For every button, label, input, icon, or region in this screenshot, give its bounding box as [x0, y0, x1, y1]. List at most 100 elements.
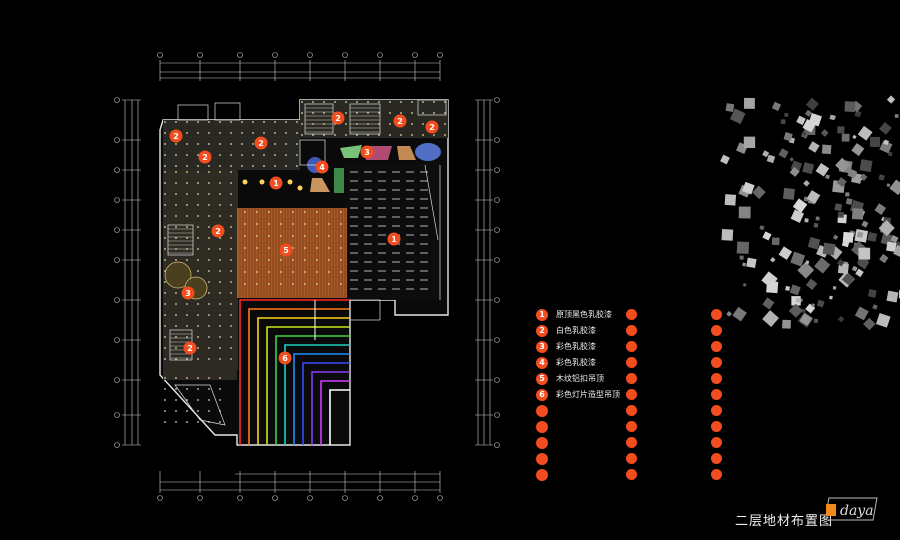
material-marker: 2	[393, 114, 407, 128]
legend-swatch	[711, 453, 722, 464]
material-marker: 2	[331, 111, 345, 125]
legend-badge: 4	[536, 357, 548, 369]
legend-row: 2 白色乳胶漆	[536, 325, 736, 339]
legend-swatch	[711, 437, 722, 448]
white-latex-zone-right	[300, 100, 448, 138]
material-marker: 2	[211, 224, 225, 238]
ceiling-lights	[164, 101, 446, 423]
wood-grain	[239, 208, 346, 298]
legend-badge	[536, 437, 548, 449]
material-marker: 2	[254, 136, 268, 150]
svg-text:2: 2	[173, 132, 179, 141]
legend-row	[536, 453, 736, 467]
legend-swatch	[711, 469, 722, 480]
legend-row: 6 彩色灯片造型吊顶	[536, 389, 736, 403]
legend-swatch	[711, 389, 722, 400]
stair-treads	[168, 107, 380, 359]
legend-swatch	[711, 421, 722, 432]
legend-swatch	[626, 325, 637, 336]
legend-label: 彩色乳胶漆	[556, 342, 596, 351]
svg-text:2: 2	[429, 123, 435, 132]
legend-row	[536, 421, 736, 435]
svg-text:4: 4	[319, 163, 325, 172]
legend-swatch	[626, 437, 637, 448]
company-logo: daya	[826, 497, 878, 521]
material-marker: 3	[360, 145, 374, 159]
legend-swatch	[626, 357, 637, 368]
black-ceiling-zone	[345, 162, 440, 300]
decorative-speckle	[720, 95, 900, 331]
svg-text:2: 2	[202, 153, 208, 162]
legend-badge	[536, 405, 548, 417]
dimension-ticks	[122, 60, 493, 493]
svg-text:1: 1	[273, 179, 279, 188]
legend-swatch	[711, 373, 722, 384]
svg-text:2: 2	[215, 227, 221, 236]
white-latex-zone-bottom	[163, 300, 237, 380]
legend-badge: 6	[536, 389, 548, 401]
legend-swatch	[626, 389, 637, 400]
svg-text:2: 2	[187, 344, 193, 353]
legend-row	[536, 469, 736, 483]
legend-badge: 2	[536, 325, 548, 337]
svg-text:3: 3	[185, 289, 191, 298]
legend-label: 木纹铝扣吊顶	[556, 374, 604, 383]
material-markers: 2 2 2 2 2 2 2 3 4 1 1 2 5 3 6	[169, 111, 439, 365]
legend-swatch	[626, 421, 637, 432]
ceiling-grid	[350, 171, 428, 290]
legend-badge	[536, 453, 548, 465]
legend-swatch	[626, 469, 637, 480]
colored-light-ceiling	[239, 299, 350, 445]
material-marker: 1	[387, 232, 401, 246]
material-marker: 2	[183, 341, 197, 355]
material-marker: 2	[198, 150, 212, 164]
legend-swatch	[626, 405, 637, 416]
legend-badge: 5	[536, 373, 548, 385]
material-marker: 1	[269, 176, 283, 190]
svg-text:5: 5	[283, 246, 289, 255]
legend-swatch	[626, 341, 637, 352]
legend-swatch	[626, 309, 637, 320]
legend-badge: 3	[536, 341, 548, 353]
material-marker: 6	[278, 351, 292, 365]
legend-swatch	[711, 405, 722, 416]
legend-swatch	[711, 309, 722, 320]
drawing-title: 二层地材布置图	[735, 514, 834, 529]
legend-badge: 1	[536, 309, 548, 321]
white-latex-zone-top	[163, 120, 300, 170]
legend-row: 3 彩色乳胶漆	[536, 341, 736, 355]
axis-markers	[114, 52, 500, 501]
svg-text:2: 2	[397, 117, 403, 126]
legend-label: 彩色乳胶漆	[556, 358, 596, 367]
material-marker: 4	[315, 160, 329, 174]
legend-swatch	[711, 325, 722, 336]
dimension-lines	[124, 62, 491, 491]
legend-label: 原顶黑色乳胶漆	[556, 310, 612, 319]
legend-row	[536, 437, 736, 451]
logo-text: daya	[840, 503, 874, 519]
svg-text:2: 2	[258, 139, 264, 148]
legend-swatch	[711, 357, 722, 368]
legend-swatch	[626, 453, 637, 464]
material-marker: 2	[169, 129, 183, 143]
legend-label: 白色乳胶漆	[556, 326, 596, 335]
legend-row	[536, 405, 736, 419]
legend-badge	[536, 421, 548, 433]
legend-swatch	[626, 373, 637, 384]
material-marker: 2	[425, 120, 439, 134]
legend-row: 5 木纹铝扣吊顶	[536, 373, 736, 387]
legend-swatch	[711, 341, 722, 352]
legend-row: 1 原顶黑色乳胶漆	[536, 309, 736, 323]
svg-text:1: 1	[391, 235, 397, 244]
legend-badge	[536, 469, 548, 481]
legend-label: 彩色灯片造型吊顶	[556, 390, 620, 399]
svg-text:2: 2	[335, 114, 341, 123]
material-marker: 3	[181, 286, 195, 300]
wood-aluminum-ceiling	[237, 208, 347, 298]
svg-text:6: 6	[282, 354, 288, 363]
material-marker: 5	[279, 243, 293, 257]
svg-text:3: 3	[364, 148, 370, 157]
rooms-and-stairs	[167, 99, 447, 426]
legend-row: 4 彩色乳胶漆	[536, 357, 736, 371]
